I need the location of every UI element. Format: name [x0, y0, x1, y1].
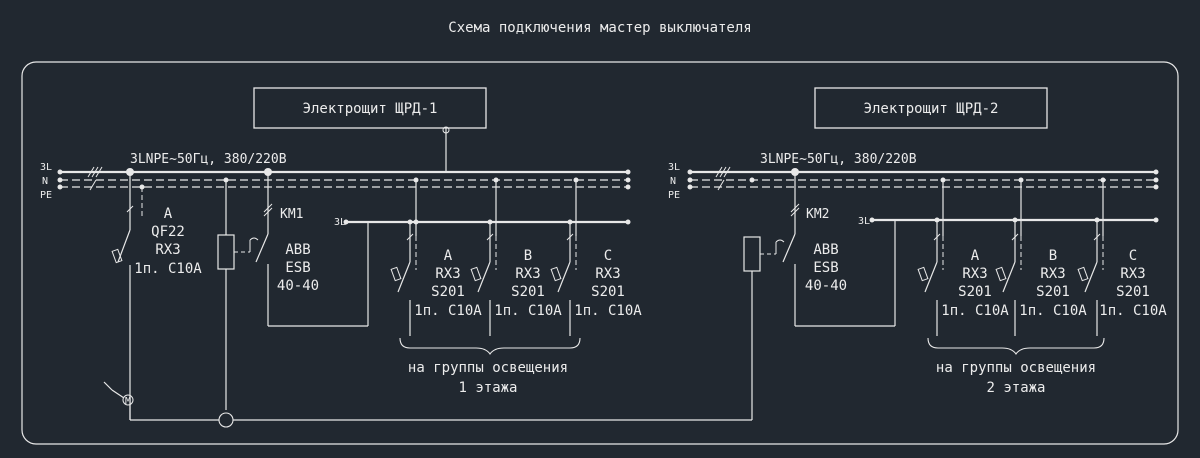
- panel-2-contactor-brand: ABB: [813, 242, 838, 258]
- panel-2-group-b-model: S201: [1036, 284, 1070, 300]
- panel-1-group-b: [470, 177, 499, 336]
- panel-2-group-c-series: RX3: [1120, 266, 1145, 282]
- panel-2-group-brace: [927, 337, 1105, 355]
- panel-2-group-c-phase: C: [1129, 248, 1137, 264]
- panel-1-group-a-rating: 1п. C10A: [414, 303, 482, 319]
- panel-1-supply: 3LNPE~50Гц, 380/220В: [130, 152, 287, 167]
- panel-2-group-c-rating: 1п. C10A: [1099, 303, 1167, 319]
- panel-1-group-b-model: S201: [511, 284, 545, 300]
- panel-2-note-line-1: на группы освещения: [936, 360, 1096, 376]
- panel-2-contactor-tag: KM2: [806, 207, 829, 222]
- panel-1-group-b-phase: B: [524, 248, 532, 264]
- panel-2-name: Электрощит ЩРД-2: [864, 101, 999, 117]
- panel-2-group-a: [917, 177, 946, 336]
- panel-1-main-breaker-phase: A: [164, 206, 173, 222]
- panel-2-group-c: [1077, 177, 1106, 336]
- panel-1-contactor-brand: ABB: [285, 242, 310, 258]
- panel-1-junction-icon: [218, 412, 234, 428]
- panel-2-group-b-phase: B: [1049, 248, 1057, 264]
- panel-1-group-c-series: RX3: [595, 266, 620, 282]
- outer-frame: [21, 61, 1179, 445]
- panel-1-name: Электрощит ЩРД-1: [303, 101, 438, 117]
- panel-1-contactor-tag: KM1: [280, 207, 303, 222]
- panel-1-main-breaker-series: RX3: [155, 242, 180, 258]
- panel-1-main-breaker-rating: 1п. C10A: [134, 261, 202, 277]
- panel-2-group-c-model: S201: [1116, 284, 1150, 300]
- panel-2-group-b-series: RX3: [1040, 266, 1065, 282]
- panel-2-group-a-model: S201: [958, 284, 992, 300]
- panel-2-contactor-rating: 40-40: [805, 278, 847, 294]
- panel-1: Электрощит ЩРД-1 3LNPE~50Гц, 380/220В 3L…: [40, 87, 642, 428]
- panel-1-group-b-rating: 1п. C10A: [494, 303, 562, 319]
- master-switch-label: M: [125, 396, 131, 407]
- panel-2-bus-label-pe: PE: [668, 190, 680, 201]
- panel-1-group-c-rating: 1п. C10A: [574, 303, 642, 319]
- panel-2-supply: 3LNPE~50Гц, 380/220В: [760, 152, 917, 167]
- panel-1-group-c-model: S201: [591, 284, 625, 300]
- panel-1-group-a-series: RX3: [435, 266, 460, 282]
- panel-2-contactor-model: ESB: [813, 260, 838, 276]
- panel-1-coil: [217, 234, 235, 270]
- panel-2-group-a-phase: A: [971, 248, 980, 264]
- panel-1-out-bus-label: 3L: [334, 217, 346, 228]
- panel-1-note-line-2: 1 этажа: [458, 380, 517, 396]
- panel-2-group-b: [995, 177, 1024, 336]
- panel-1-bus-label-3l: 3L: [40, 162, 52, 173]
- panel-2-coil: [743, 236, 761, 272]
- panel-1-group-a-model: S201: [431, 284, 465, 300]
- panel-1-group-c-phase: C: [604, 248, 612, 264]
- panel-1-bus-label-pe: PE: [40, 190, 52, 201]
- panel-1-group-brace: [399, 337, 581, 355]
- panel-2-out-bus-label: 3L: [858, 216, 870, 227]
- panel-1-group-c: [550, 177, 579, 336]
- panel-1-bus-label-n: N: [42, 176, 48, 187]
- panel-1-main-breaker-id: QF22: [151, 224, 185, 240]
- panel-1-name-box: [253, 87, 487, 129]
- panel-1-contactor-rating: 40-40: [277, 278, 319, 294]
- panel-1-group-a-phase: A: [444, 248, 453, 264]
- panel-2: Электрощит ЩРД-2 3LNPE~50Гц, 380/220В 3L…: [668, 87, 1167, 420]
- panel-2-bus-label-n: N: [670, 176, 676, 187]
- panel-1-group-b-series: RX3: [515, 266, 540, 282]
- panel-2-bus-label-3l: 3L: [668, 162, 680, 173]
- panel-2-group-a-rating: 1п. C10A: [941, 303, 1009, 319]
- panel-1-contactor-model: ESB: [285, 260, 310, 276]
- panel-2-group-a-series: RX3: [962, 266, 987, 282]
- panel-2-note-line-2: 2 этажа: [986, 380, 1045, 396]
- panel-1-group-a: [390, 177, 419, 336]
- panel-2-group-b-rating: 1п. C10A: [1019, 303, 1087, 319]
- master-switch-icon: [122, 394, 134, 406]
- panel-1-note-line-1: на группы освещения: [408, 360, 568, 376]
- panel-2-name-box: [814, 87, 1048, 129]
- diagram-title: Схема подключения мастер выключателя: [448, 20, 751, 36]
